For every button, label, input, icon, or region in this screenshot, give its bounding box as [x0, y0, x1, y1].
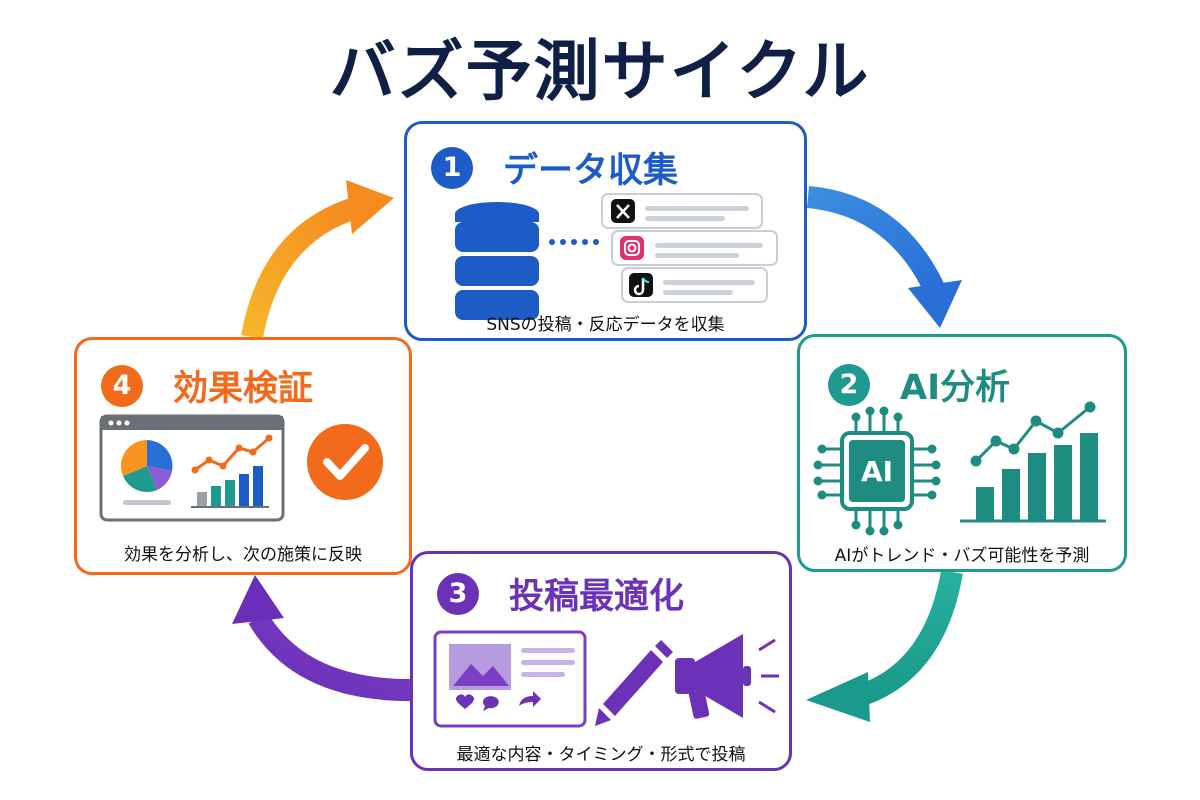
step-header: 1 データ収集: [431, 142, 678, 193]
step-header: 3 投稿最適化: [437, 568, 684, 619]
comment-icon: [482, 696, 499, 711]
step-title: 投稿最適化: [509, 577, 685, 617]
effect-verification-illustration: [99, 414, 383, 522]
step-card-ai-analysis: 2 AI分析 AI: [797, 334, 1127, 572]
arrow-2-to-3: [806, 570, 963, 722]
step-title: AI分析: [900, 368, 1011, 408]
step-card-post-optimization: 3 投稿最適化 最適な内容・タイミング・形式: [410, 551, 792, 771]
step-number-badge: 1: [431, 146, 473, 189]
instagram-logo-icon: [620, 236, 644, 260]
step-number-badge: 4: [101, 364, 143, 407]
ai-analysis-illustration: AI: [813, 401, 1106, 536]
arrow-3-to-4: [232, 575, 411, 701]
step-title: 効果検証: [173, 369, 314, 409]
ai-chip-icon: [813, 406, 941, 536]
step-caption: 最適な内容・タイミング・形式で投稿: [456, 745, 746, 765]
step-title: データ収集: [503, 151, 679, 191]
step-number-badge: 3: [437, 572, 479, 615]
data-collection-illustration: [455, 193, 778, 320]
step-number-badge: 2: [828, 363, 870, 406]
post-optimization-illustration: [433, 630, 779, 728]
ai-chip-label: AI: [861, 455, 893, 488]
heart-icon: [456, 694, 474, 709]
connector-dots: [549, 239, 599, 245]
social-post-card-instagram: [611, 230, 778, 266]
checkmark-icon: [307, 424, 383, 500]
database-icon: [455, 202, 539, 320]
step-caption: AIがトレンド・バズ可能性を予測: [834, 546, 1090, 566]
social-post-card-tiktok: [621, 267, 768, 303]
megaphone-icon: [675, 634, 779, 719]
pencil-icon: [595, 640, 673, 726]
arrow-1-to-2: [806, 186, 962, 328]
step-caption: SNSの投稿・反応データを収集: [486, 315, 725, 335]
step-card-data-collection: 1 データ収集: [404, 121, 807, 341]
step-header: 4 効果検証: [101, 360, 313, 411]
page-title: バズ予測サイクル: [329, 33, 871, 110]
pie-chart-icon: [120, 440, 173, 505]
step-card-effect-verification: 4 効果検証: [74, 337, 412, 575]
share-icon: [519, 691, 541, 707]
post-preview-icon: [433, 630, 587, 728]
bar-chart-icon: [191, 434, 273, 508]
step-caption: 効果を分析し、次の施策に反映: [124, 545, 362, 565]
social-post-card-x: [601, 193, 763, 229]
step-header: 2 AI分析: [828, 359, 1010, 410]
arrow-4-to-1: [241, 180, 394, 340]
growth-chart-icon: [960, 401, 1106, 523]
